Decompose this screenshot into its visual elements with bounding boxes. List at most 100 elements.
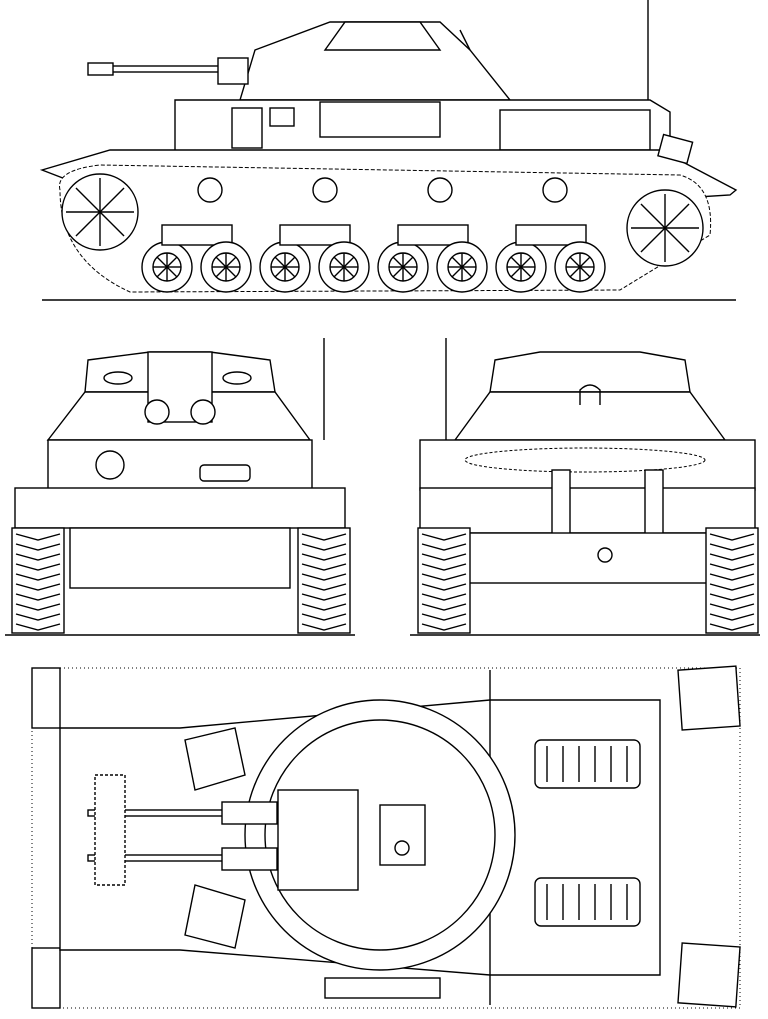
turret-body — [453, 391, 727, 441]
track-link — [301, 603, 347, 611]
engine-grille — [534, 877, 641, 927]
wheel-spoke — [402, 256, 414, 268]
track-link — [709, 583, 755, 591]
track-link — [421, 573, 467, 581]
door-hatch — [184, 727, 246, 791]
track-link — [709, 533, 755, 541]
track-link — [15, 553, 61, 561]
idler-spoke — [640, 227, 666, 253]
track-link — [301, 533, 347, 541]
return-roller — [312, 177, 338, 203]
gun-port-right — [190, 399, 216, 425]
hatch — [379, 804, 426, 866]
track-link — [15, 623, 61, 631]
wheel-spoke — [392, 266, 404, 278]
wheel-spoke — [461, 256, 473, 268]
wheel-spoke — [520, 266, 532, 278]
track-link — [421, 553, 467, 561]
sprocket-spoke — [75, 211, 101, 237]
track-link — [15, 613, 61, 621]
track-link — [15, 533, 61, 541]
track-link — [301, 613, 347, 621]
track-link — [421, 543, 467, 551]
wheel-spoke — [166, 256, 178, 268]
wheel-spoke — [461, 266, 473, 278]
return-roller — [427, 177, 453, 203]
wheel-spoke — [451, 266, 463, 278]
track-link — [709, 543, 755, 551]
track-link — [421, 583, 467, 591]
track-link — [421, 563, 467, 571]
turret-top — [489, 351, 691, 393]
rear-view — [410, 338, 760, 636]
wheel-spoke — [215, 266, 227, 278]
wheel-spoke — [510, 256, 522, 268]
wheel-spoke — [451, 256, 463, 268]
track-link — [15, 573, 61, 581]
exhaust-muffler — [464, 447, 706, 473]
wheel-spoke — [274, 266, 286, 278]
muzzle-brake — [87, 62, 114, 76]
wheel-spoke — [402, 266, 414, 278]
bogie — [161, 224, 233, 246]
return-roller — [197, 177, 223, 203]
wheel-spoke — [215, 256, 227, 268]
idler-spoke — [664, 227, 690, 253]
wheel-spoke — [569, 256, 581, 268]
wheel-spoke — [343, 256, 355, 268]
track-link — [421, 623, 467, 631]
track-link — [15, 593, 61, 601]
track-link — [301, 573, 347, 581]
front-view — [5, 338, 355, 636]
gun-mantlet — [217, 57, 249, 85]
wheel-spoke — [392, 256, 404, 268]
spare-track — [94, 774, 126, 886]
wheel-spoke — [520, 256, 532, 268]
hull-front — [14, 487, 346, 529]
wheel-spoke — [284, 266, 296, 278]
turret-cupola — [323, 21, 442, 51]
fender-flap — [677, 942, 741, 1008]
wheel-spoke — [156, 266, 168, 278]
return-roller — [542, 177, 568, 203]
wheel-spoke — [579, 256, 591, 268]
wheel-spoke — [510, 266, 522, 278]
idler-spoke — [664, 203, 690, 229]
wheel-spoke — [284, 256, 296, 268]
track-link — [709, 623, 755, 631]
wheel-spoke — [333, 266, 345, 278]
bogie — [515, 224, 587, 246]
track-link — [709, 613, 755, 621]
wheel-spoke — [225, 266, 237, 278]
track-link — [301, 593, 347, 601]
track-link — [421, 533, 467, 541]
visor — [95, 450, 125, 480]
sprocket-spoke — [99, 187, 125, 213]
track-link — [709, 603, 755, 611]
gun-port-left — [144, 399, 170, 425]
track-link — [15, 583, 61, 591]
side-view — [39, 0, 738, 301]
hull-rear — [419, 487, 756, 534]
track-link — [301, 583, 347, 591]
track-link — [421, 593, 467, 601]
wheel-spoke — [156, 256, 168, 268]
bogie — [397, 224, 469, 246]
sprocket-spoke — [75, 187, 101, 213]
stowage-bin — [319, 101, 441, 138]
track-link — [15, 543, 61, 551]
wheel-spoke — [333, 256, 345, 268]
track-link — [709, 563, 755, 571]
fender-flap — [677, 665, 741, 731]
track-link — [421, 613, 467, 621]
wheel-spoke — [579, 266, 591, 278]
door-hatch — [184, 884, 246, 949]
wheel-spoke — [274, 256, 286, 268]
fender-box — [499, 109, 651, 151]
track-link — [301, 543, 347, 551]
wheel-spoke — [569, 266, 581, 278]
superstructure-front — [47, 439, 313, 491]
engine-grille — [534, 739, 641, 789]
sprocket-spoke — [99, 211, 125, 237]
